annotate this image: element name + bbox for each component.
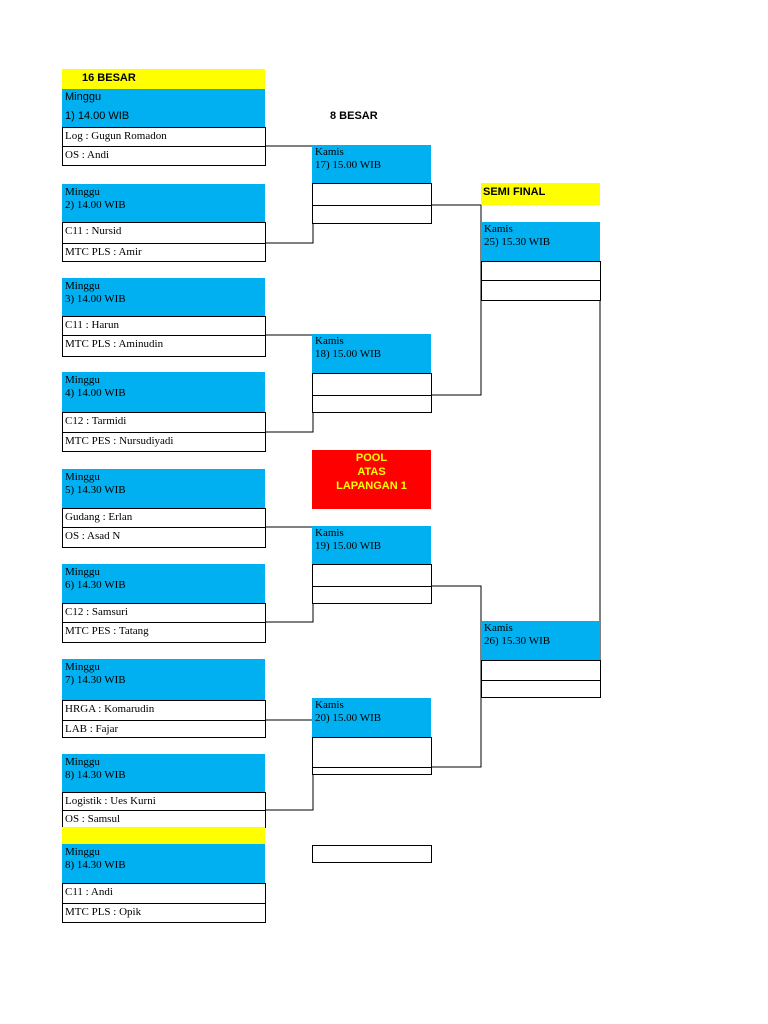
r16-match-6-schedule: Minggu 6) 14.30 WIB — [62, 564, 265, 603]
match-day: Minggu — [65, 566, 100, 578]
r16-match-2-team-2: MTC PLS : Amir — [62, 243, 266, 262]
match-time: 17) 15.00 WIB — [315, 159, 382, 171]
r16-match-8-team-2: OS : Samsul — [62, 810, 266, 828]
r16-match-3-schedule: Minggu 3) 14.00 WIB — [62, 278, 265, 316]
match-time: 19) 15.00 WIB — [315, 540, 382, 552]
match-day: Minggu — [65, 471, 100, 483]
match-day: Kamis — [315, 699, 344, 711]
r16-match-9-team-1: C11 : Andi — [62, 883, 266, 904]
match-day: Minggu — [65, 91, 102, 103]
sf-match-25-schedule: Kamis 25) 15.30 WIB — [481, 222, 600, 261]
connector-line — [265, 334, 314, 433]
r16-match-5-schedule: Minggu 5) 14.30 WIB — [62, 469, 265, 508]
r16-match-5-team-1: Gudang : Erlan — [62, 508, 266, 528]
match-time: 1) 14.00 WIB — [65, 110, 130, 122]
r16-match-4-schedule: Minggu 4) 14.00 WIB — [62, 372, 265, 412]
sf-match-25-slot-2 — [481, 280, 601, 301]
match-time: 6) 14.30 WIB — [65, 579, 126, 591]
match-time: 7) 14.30 WIB — [65, 674, 126, 686]
connector-line — [431, 585, 482, 768]
match-time: 18) 15.00 WIB — [315, 348, 382, 360]
qf-match-19-slot-1 — [312, 564, 432, 587]
r16-match-7-team-1: HRGA : Komarudin — [62, 700, 266, 721]
match-day: Minggu — [65, 280, 100, 292]
r16-match-3-team-1: C11 : Harun — [62, 316, 266, 336]
sf-match-26-slot-1 — [481, 660, 601, 681]
pool-line-2: ATAS — [357, 466, 386, 478]
qf-match-18-schedule: Kamis 18) 15.00 WIB — [312, 334, 431, 373]
r16-match-4-team-1: C12 : Tarmidi — [62, 412, 266, 433]
match-time: 8) 14.30 WIB — [65, 859, 126, 871]
pool-line-3: LAPANGAN 1 — [336, 480, 407, 492]
match-day: Kamis — [315, 146, 344, 158]
round-8-header: 8 BESAR — [330, 110, 378, 122]
match-time: 25) 15.30 WIB — [484, 236, 551, 248]
match-day: Kamis — [315, 335, 344, 347]
r16-match-8-team-1: Logistik : Ues Kurni — [62, 792, 266, 811]
qf-empty-slot — [312, 845, 432, 863]
r16-match-7-schedule: Minggu 7) 14.30 WIB — [62, 659, 265, 700]
r16-match-6-team-1: C12 : Samsuri — [62, 603, 266, 623]
sf-match-26-schedule: Kamis 26) 15.30 WIB — [481, 621, 600, 660]
match-time: 8) 14.30 WIB — [65, 769, 126, 781]
match-day: Minggu — [65, 374, 100, 386]
connector-line — [265, 719, 314, 811]
qf-match-20-slot-1 — [312, 737, 432, 768]
match-day: Minggu — [65, 186, 100, 198]
match-day: Minggu — [65, 846, 100, 858]
match-time: 4) 14.00 WIB — [65, 387, 126, 399]
qf-match-18-slot-1 — [312, 373, 432, 396]
r16-match-1-team-2: OS : Andi — [62, 146, 266, 166]
match-day: Minggu — [65, 661, 100, 673]
qf-match-20-slot-2 — [312, 767, 432, 775]
match-day: Kamis — [315, 527, 344, 539]
connector-line — [265, 145, 314, 244]
r16-match-4-team-2: MTC PES : Nursudiyadi — [62, 432, 266, 452]
r16-match-2-team-1: C11 : Nursid — [62, 222, 266, 244]
yellow-band — [62, 827, 265, 844]
match-time: 5) 14.30 WIB — [65, 484, 126, 496]
r16-match-1-team-1: Log : Gugun Romadon — [62, 127, 266, 147]
r16-match-2-schedule: Minggu 2) 14.00 WIB — [62, 184, 265, 222]
qf-match-20-schedule: Kamis 20) 15.00 WIB — [312, 698, 431, 737]
qf-match-19-slot-2 — [312, 586, 432, 604]
r16-match-7-team-2: LAB : Fajar — [62, 720, 266, 738]
qf-match-17-slot-1 — [312, 183, 432, 206]
qf-match-17-schedule: Kamis 17) 15.00 WIB — [312, 145, 431, 183]
round-16-header: 16 BESAR — [62, 69, 265, 89]
r16-match-3-team-2: MTC PLS : Aminudin — [62, 335, 266, 357]
match-day: Kamis — [484, 223, 513, 235]
match-day: Minggu — [65, 756, 100, 768]
r16-match-5-team-2: OS : Asad N — [62, 527, 266, 548]
r16-match-9-team-2: MTC PLS : Opik — [62, 903, 266, 923]
match-day: Kamis — [484, 622, 513, 634]
sf-match-26-slot-2 — [481, 680, 601, 698]
qf-match-19-schedule: Kamis 19) 15.00 WIB — [312, 526, 431, 564]
r16-match-8-schedule: Minggu 8) 14.30 WIB — [62, 754, 265, 792]
match-time: 20) 15.00 WIB — [315, 712, 382, 724]
sf-match-25-slot-1 — [481, 261, 601, 281]
match-time: 3) 14.00 WIB — [65, 293, 126, 305]
match-time: 2) 14.00 WIB — [65, 199, 126, 211]
semi-final-header: SEMI FINAL — [481, 183, 600, 205]
qf-match-17-slot-2 — [312, 205, 432, 224]
r16-match-9-schedule: Minggu 8) 14.30 WIB — [62, 844, 265, 883]
match-time: 26) 15.30 WIB — [484, 635, 551, 647]
qf-match-18-slot-2 — [312, 395, 432, 413]
connector-line — [265, 526, 314, 623]
connector-line — [431, 204, 482, 396]
pool-label: POOL ATAS LAPANGAN 1 — [312, 450, 431, 509]
r16-match-1-schedule: Minggu 1) 14.00 WIB — [62, 89, 265, 127]
r16-match-6-team-2: MTC PES : Tatang — [62, 622, 266, 643]
pool-line-1: POOL — [355, 452, 388, 464]
